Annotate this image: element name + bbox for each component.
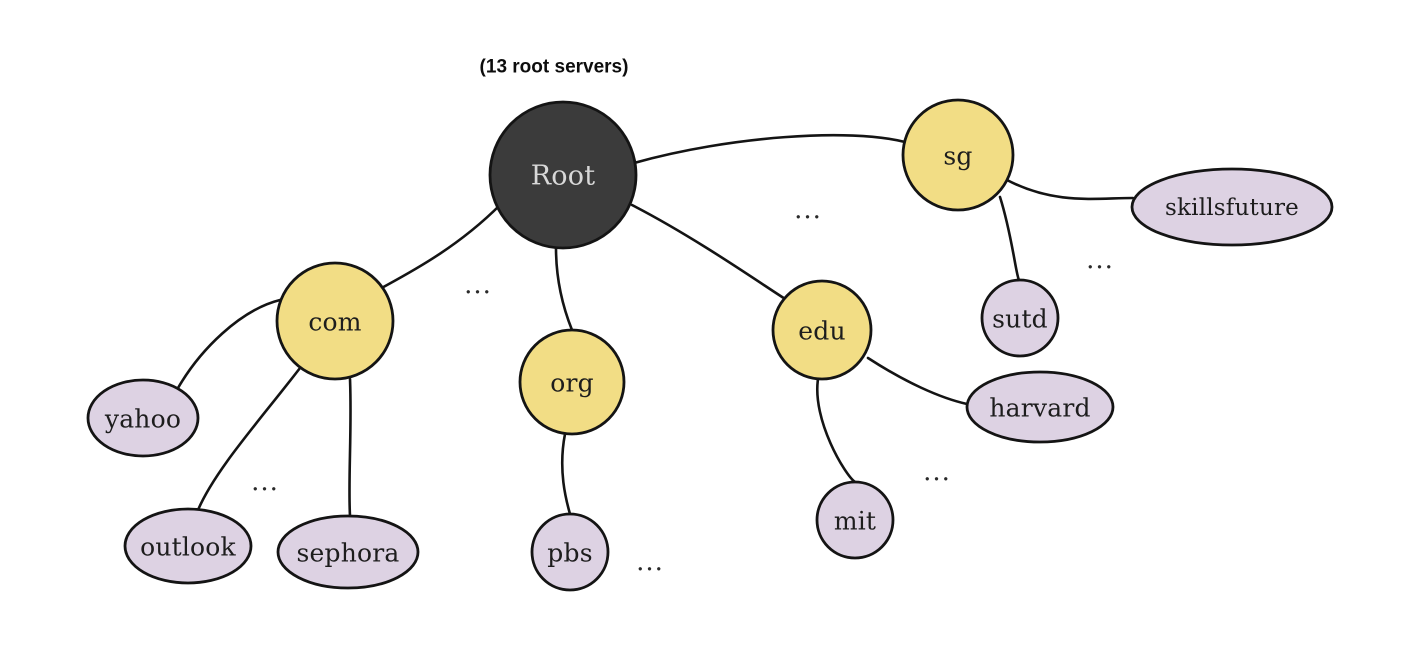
node-shape-outlook[interactable] [123,507,253,585]
node-shape-skillsfuture[interactable] [1130,167,1334,247]
node-sg[interactable]: sg [901,98,1015,212]
node-skillsfuture[interactable]: skillsfuture [1130,167,1334,247]
node-shape-sephora[interactable] [276,514,420,590]
node-shape-root[interactable] [488,100,638,250]
edge-root-com [376,203,502,292]
node-shape-org[interactable] [518,328,626,436]
node-label-yahoo: yahoo [104,405,181,434]
node-label-sutd: sutd [992,305,1048,334]
node-shape-pbs[interactable] [530,512,610,592]
edge-root-sg [632,133,907,165]
node-pbs[interactable]: pbs [530,512,610,592]
node-shape-yahoo[interactable] [86,378,200,458]
edges-layer [176,133,1135,518]
edge-com-outlook [196,366,302,512]
node-harvard[interactable]: harvard [965,370,1115,444]
node-label-skillsfuture: skillsfuture [1165,195,1299,221]
node-label-edu: edu [798,317,846,346]
node-label-harvard: harvard [989,394,1090,423]
ellipsis-edu-leaves: ... [923,457,951,487]
node-com[interactable]: com [275,261,395,381]
node-label-mit: mit [834,507,876,536]
node-shape-edu[interactable] [771,279,873,381]
node-label-com: com [308,308,361,337]
ellipsis-sg-leaves: ... [1086,245,1114,275]
ellipsis-layer: .................. [251,195,1114,577]
node-label-org: org [550,369,594,398]
node-label-sephora: sephora [296,539,399,568]
edge-sg-skillsfuture [1005,178,1135,201]
node-label-outlook: outlook [140,533,236,562]
node-label-sg: sg [943,142,972,171]
ellipsis-root-sg: ... [794,195,822,225]
node-shape-com[interactable] [275,261,395,381]
node-outlook[interactable]: outlook [123,507,253,585]
node-label-pbs: pbs [547,539,592,568]
node-edu[interactable]: edu [771,279,873,381]
edge-root-edu [630,203,792,304]
edge-edu-mit [815,377,857,484]
node-sutd[interactable]: sutd [980,278,1060,358]
node-shape-harvard[interactable] [965,370,1115,444]
page-title: (13 root servers) [480,57,629,78]
node-label-root: Root [531,161,596,192]
edge-root-org [554,246,574,332]
ellipsis-com-org: ... [464,270,492,300]
node-org[interactable]: org [518,328,626,436]
edge-org-pbs [560,432,572,516]
edge-edu-harvard [866,356,969,406]
node-shape-sg[interactable] [901,98,1015,212]
nodes-layer: Root com org edu sg yahoo outlook sephora pbs mit… [86,98,1334,592]
ellipsis-org-leaves: ... [636,547,664,577]
ellipsis-com-leaves: ... [251,467,279,497]
node-mit[interactable]: mit [815,480,895,560]
node-shape-mit[interactable] [815,480,895,560]
edge-com-sephora [348,377,352,518]
node-yahoo[interactable]: yahoo [86,378,200,458]
edge-sg-sutd [998,195,1021,282]
node-sephora[interactable]: sephora [276,514,420,590]
edge-com-yahoo [176,298,282,390]
node-shape-sutd[interactable] [980,278,1060,358]
node-root[interactable]: Root [488,100,638,250]
